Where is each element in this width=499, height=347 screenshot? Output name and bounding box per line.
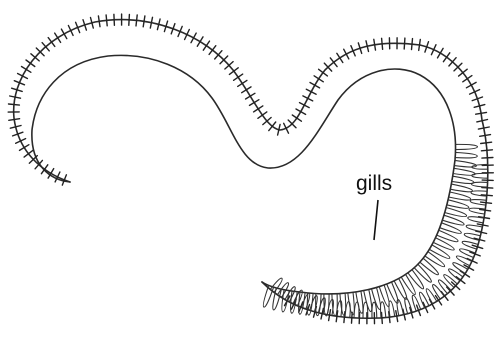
gill-filament xyxy=(453,168,475,175)
bristle xyxy=(106,15,107,26)
bristle xyxy=(456,277,465,284)
bristle xyxy=(22,67,31,73)
bristle xyxy=(476,112,487,114)
bristle xyxy=(242,87,251,93)
worm-body xyxy=(14,20,488,319)
bristle xyxy=(330,58,337,67)
bristle xyxy=(481,202,492,203)
bristle xyxy=(234,74,243,80)
bristle xyxy=(24,150,33,157)
gill-filament xyxy=(348,292,354,314)
gill-filament xyxy=(429,245,449,259)
bristle xyxy=(98,16,100,27)
gill-filament xyxy=(466,225,482,232)
bristle xyxy=(250,100,259,106)
bristle xyxy=(143,16,145,27)
bristle xyxy=(55,33,61,42)
bristle xyxy=(26,60,35,67)
bristle xyxy=(337,53,343,62)
bristle xyxy=(238,80,247,86)
bristle xyxy=(481,142,492,143)
bristle xyxy=(9,119,20,121)
gill-filament xyxy=(468,217,484,223)
bristle xyxy=(203,41,209,50)
bristles xyxy=(8,14,493,324)
gill-filament xyxy=(433,238,454,250)
gill-filament xyxy=(425,252,445,267)
bristle xyxy=(296,109,306,114)
gill-filament xyxy=(455,152,477,158)
bristle xyxy=(382,312,383,323)
bristle xyxy=(48,38,55,47)
bristle xyxy=(329,310,331,321)
bristle xyxy=(466,82,476,87)
gill-filament xyxy=(412,295,420,311)
gill-filament xyxy=(394,279,407,300)
bristle xyxy=(246,93,255,99)
gill-filament xyxy=(450,184,472,192)
bristle xyxy=(129,14,130,25)
bristle xyxy=(463,76,472,82)
bristle xyxy=(292,115,301,121)
bristle xyxy=(481,150,492,151)
gill-filament xyxy=(445,208,467,217)
gill-filament xyxy=(381,302,386,318)
bristle xyxy=(314,76,323,82)
label-leader-line xyxy=(374,200,378,240)
bristle xyxy=(480,135,491,137)
label-gills: gills xyxy=(356,172,392,195)
bristle xyxy=(382,38,383,49)
bristle xyxy=(229,68,238,75)
gill-filament xyxy=(452,176,474,183)
bristle xyxy=(209,46,216,55)
bristle xyxy=(430,299,435,309)
bristle xyxy=(443,53,449,62)
gill-filament xyxy=(401,274,415,294)
bristle xyxy=(114,14,115,25)
bristle xyxy=(438,48,444,58)
bristle xyxy=(310,83,320,88)
bristle xyxy=(20,145,29,151)
gill-filament xyxy=(449,192,471,200)
gill-filament xyxy=(447,200,469,209)
bristle xyxy=(374,39,376,50)
bristle xyxy=(482,158,493,159)
bristle xyxy=(344,49,349,59)
gill-filament xyxy=(472,173,488,178)
bristle xyxy=(197,37,203,46)
gill-filament xyxy=(462,241,478,249)
gill-filament xyxy=(389,301,395,317)
bristle xyxy=(136,15,137,26)
gill-filament xyxy=(420,258,439,274)
bristle xyxy=(396,311,398,322)
bristle xyxy=(404,38,405,49)
bristle xyxy=(254,106,263,112)
gill-filament xyxy=(414,264,431,282)
bristle xyxy=(319,69,328,76)
bristle xyxy=(9,104,20,105)
worm-outer-edge xyxy=(14,20,488,319)
bristle xyxy=(412,39,413,50)
gill-filament xyxy=(456,144,478,149)
gill-filament xyxy=(408,270,424,289)
gill-filament xyxy=(469,208,485,214)
bristle xyxy=(258,112,267,118)
bristle xyxy=(419,40,421,51)
